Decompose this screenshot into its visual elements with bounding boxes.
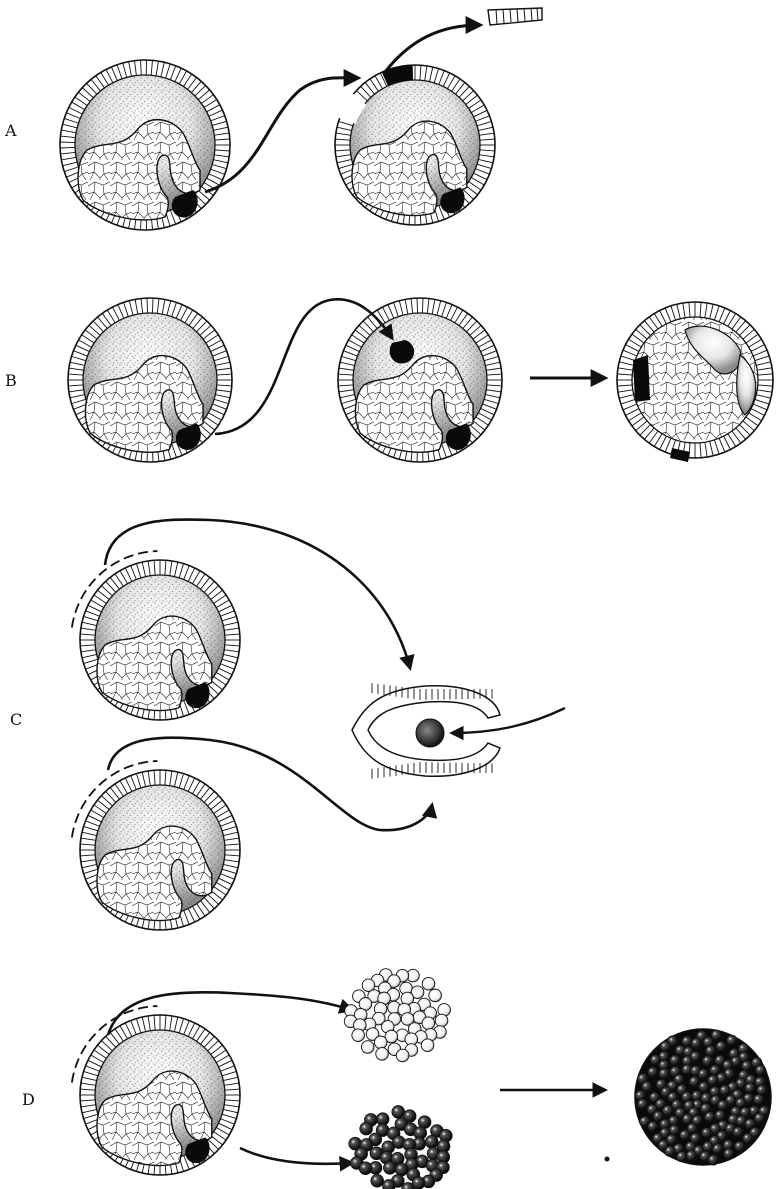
- removal-arrow: [385, 25, 480, 72]
- cell: [637, 1099, 647, 1109]
- cell: [724, 1149, 734, 1159]
- row-label-a: A: [4, 121, 17, 140]
- cell: [742, 1061, 752, 1071]
- cell: [699, 1082, 709, 1092]
- cell: [648, 1067, 658, 1077]
- cell: [727, 1035, 737, 1045]
- cell: [392, 1106, 405, 1119]
- cell: [705, 1046, 715, 1056]
- cell: [435, 1014, 448, 1027]
- cell: [662, 1105, 672, 1115]
- speck: [605, 1157, 610, 1162]
- cell: [660, 1041, 670, 1051]
- cell: [429, 989, 442, 1002]
- cell: [757, 1085, 767, 1095]
- cell: [376, 1048, 389, 1061]
- cell: [422, 1017, 435, 1030]
- cell: [708, 1155, 718, 1165]
- cell: [371, 1174, 384, 1187]
- cell: [708, 1075, 718, 1085]
- cell: [755, 1065, 765, 1075]
- cell: [720, 1085, 730, 1095]
- row-label-b: B: [5, 371, 17, 390]
- cell: [754, 1113, 764, 1123]
- donor-embryo-b: [68, 298, 232, 462]
- reaggregate-sphere: [635, 1029, 771, 1165]
- host-embryo-a: [335, 65, 495, 225]
- cell: [421, 1039, 434, 1052]
- row-label-d: D: [22, 1090, 35, 1109]
- cell: [686, 1150, 696, 1160]
- removed-fragment: [488, 8, 542, 25]
- cell: [384, 1162, 397, 1175]
- cell: [677, 1151, 687, 1161]
- cell: [395, 1163, 408, 1176]
- cell: [422, 977, 435, 990]
- cell: [361, 1041, 374, 1054]
- host-embryo-b: [338, 298, 502, 462]
- cell: [718, 1100, 728, 1110]
- cell: [733, 1127, 743, 1137]
- implanted-tissue: [416, 719, 444, 747]
- cell: [715, 1110, 725, 1120]
- cell: [698, 1069, 708, 1079]
- insert-arrow: [452, 708, 565, 733]
- twinned-embryo: [617, 302, 773, 462]
- cell: [753, 1094, 763, 1104]
- cell: [705, 1112, 715, 1122]
- cell: [701, 1128, 711, 1138]
- cell: [642, 1081, 652, 1091]
- cell: [669, 1125, 679, 1135]
- cell: [374, 1036, 387, 1049]
- cell: [716, 1041, 726, 1051]
- cell: [745, 1083, 755, 1093]
- cell: [682, 1114, 692, 1124]
- cell: [682, 1036, 692, 1046]
- donor-embryo-c-bottom: [72, 761, 240, 930]
- cell: [360, 1122, 373, 1135]
- dissociated-lip-cells: [349, 1106, 452, 1189]
- cell: [352, 1029, 365, 1042]
- donor-embryo-d: [72, 1006, 240, 1175]
- donor-embryo-c-top: [72, 551, 240, 720]
- cell: [743, 1133, 753, 1143]
- cell: [689, 1076, 699, 1086]
- row-label-c: C: [10, 710, 22, 729]
- cell: [734, 1141, 744, 1151]
- cell: [670, 1055, 680, 1065]
- dissociated-cap-cells: [344, 969, 450, 1062]
- cell: [359, 1162, 372, 1175]
- cell: [665, 1146, 675, 1156]
- cell: [425, 1135, 438, 1148]
- dissociate-lip-arrow: [240, 1148, 352, 1164]
- cell: [648, 1121, 658, 1131]
- cell: [396, 1049, 409, 1062]
- grafted-lip: [390, 340, 414, 364]
- cell: [383, 1180, 396, 1189]
- donor-embryo-a: [60, 60, 230, 230]
- cell: [691, 1038, 701, 1048]
- cell: [712, 1144, 722, 1154]
- cell: [680, 1130, 690, 1140]
- cell: [659, 1068, 669, 1078]
- cell: [702, 1056, 712, 1066]
- cell: [701, 1093, 711, 1103]
